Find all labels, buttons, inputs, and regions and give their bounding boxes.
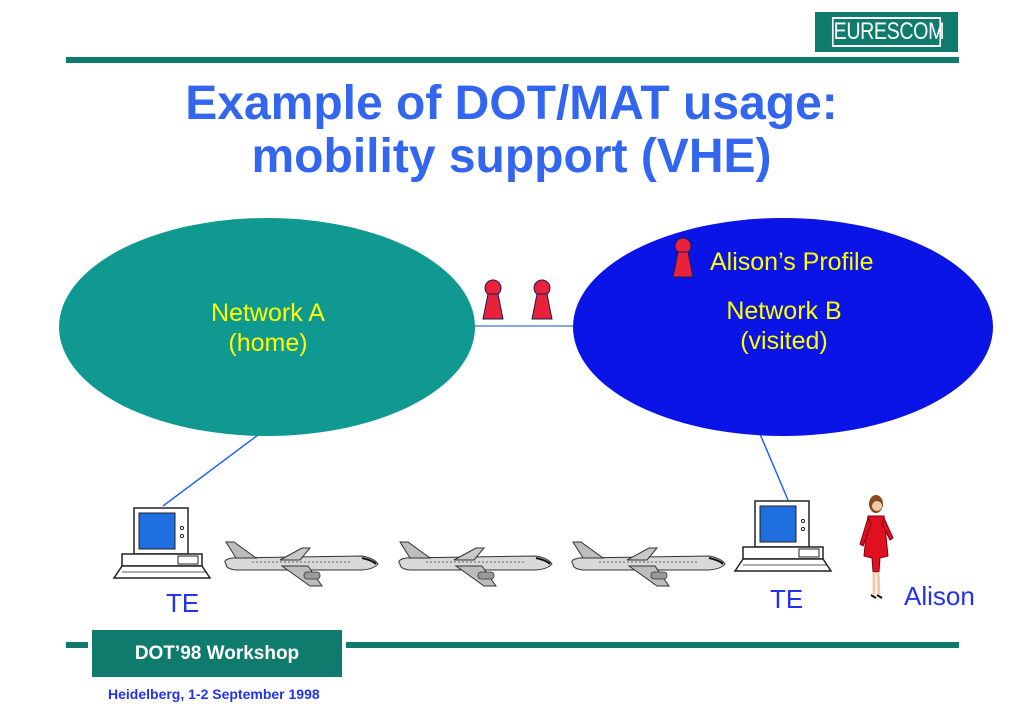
te-b-link <box>759 433 789 501</box>
agent-icon <box>482 279 504 320</box>
footer-place-date: Heidelberg, 1-2 September 1998 <box>108 686 320 702</box>
profile-label: Alison’s Profile <box>710 248 874 276</box>
title-line-2: mobility support (VHE) <box>251 130 772 183</box>
bottom-divider <box>66 642 959 648</box>
eurescom-logo: EURESCOM <box>815 12 958 52</box>
airplane-icon <box>570 541 726 587</box>
network-b-name: Network B <box>726 297 842 325</box>
logo-text: EURESCOM <box>831 17 945 47</box>
network-a-role: (home) <box>228 329 308 357</box>
person-label: Alison <box>904 581 975 611</box>
network-a-name: Network A <box>211 299 325 327</box>
network-b-label: Network B (visited) <box>694 296 874 356</box>
network-a-label: Network A (home) <box>178 298 358 358</box>
te-a-link <box>162 434 259 507</box>
page-title: Example of DOT/MAT usage: mobility suppo… <box>0 77 1023 183</box>
network-a-ellipse <box>59 218 475 436</box>
te-label-b: TE <box>770 584 804 614</box>
airplane-icon <box>397 541 553 587</box>
te-label-a: TE <box>166 588 200 618</box>
person-icon <box>859 495 894 599</box>
footer-event: DOT’98 Workshop <box>88 630 346 677</box>
computer-icon <box>113 507 211 579</box>
computer-icon <box>734 500 832 572</box>
agent-icon <box>531 279 553 320</box>
title-line-1: Example of DOT/MAT usage: <box>185 77 838 130</box>
airplane-icon <box>223 541 379 587</box>
network-b-role: (visited) <box>740 327 828 355</box>
top-divider <box>66 57 959 63</box>
